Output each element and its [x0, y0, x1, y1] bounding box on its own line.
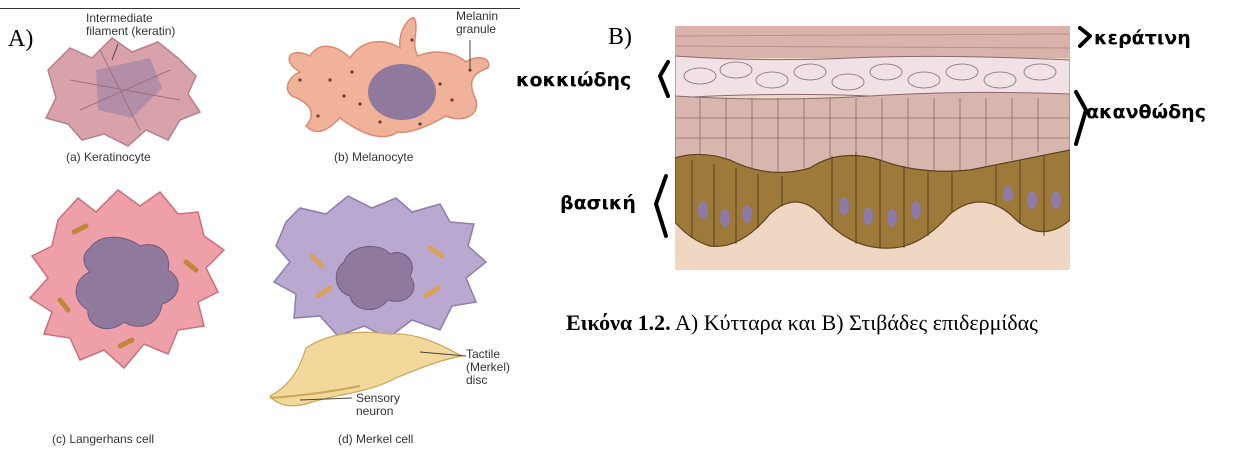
figure-caption-text: Α) Κύτταρα και Β) Στιβάδες επιδερμίδας	[671, 310, 1038, 335]
tactile-disc-annotation: Tactile (Merkel) disc	[466, 348, 526, 387]
merkel-cell	[270, 196, 486, 406]
langerhans-label: (c) Langerhans cell	[52, 432, 154, 446]
melanin-granule-annotation: Melanin granule	[456, 10, 516, 36]
spinous-brace	[1076, 92, 1086, 144]
keratin-layer-label: κεράτινη	[1094, 27, 1191, 49]
granular-brace	[660, 62, 668, 96]
intermediate-filament-annotation: Intermediate filament (keratin)	[86, 12, 186, 38]
spinous-layer-label: ακανθώδης	[1086, 101, 1206, 123]
melanocyte-label: (b) Melanocyte	[334, 150, 413, 164]
sensory-neuron-annotation: Sensory neuron	[356, 392, 416, 418]
basal-brace	[656, 176, 666, 236]
keratinocyte-cell	[46, 38, 200, 146]
panel-a-cell-types: A) Intermediate filament (keratin) Melan…	[0, 0, 530, 464]
figure-caption-number: Εικόνα 1.2.	[566, 310, 671, 335]
merkel-label: (d) Merkel cell	[338, 432, 413, 446]
figure-caption: Εικόνα 1.2. Α) Κύτταρα και Β) Στιβάδες ε…	[566, 310, 1038, 336]
keratin-brace	[1080, 28, 1090, 46]
panel-b-letter: B)	[608, 24, 632, 51]
granular-layer-label: κοκκιώδης	[516, 69, 631, 91]
cell-illustrations	[0, 0, 530, 464]
langerhans-cell	[30, 190, 224, 368]
keratinocyte-label: (a) Keratinocyte	[66, 150, 151, 164]
basal-layer-label: βασική	[560, 192, 636, 214]
panel-a-letter: A)	[8, 26, 33, 53]
panel-b-epidermis-layers: B) κεράτινη κοκκιώδης ακανθώδης βασική	[520, 0, 1240, 300]
